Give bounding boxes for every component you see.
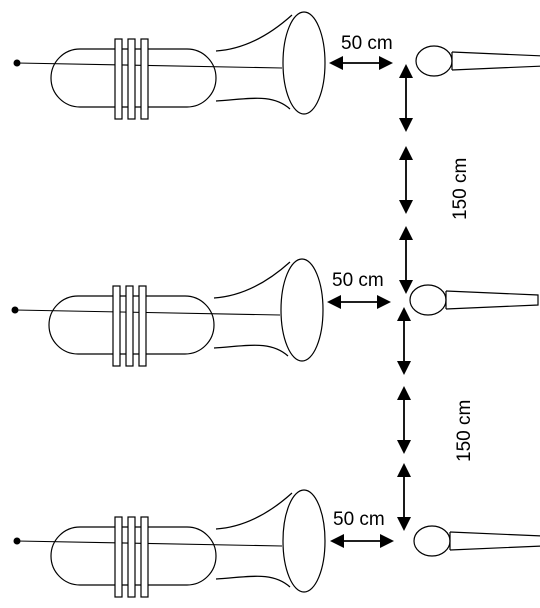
distance-label-horizontal-middle: 50 cm [332, 270, 384, 291]
microphone-top [415, 45, 540, 77]
microphone-bottom [413, 525, 540, 557]
trumpet-middle [10, 258, 324, 367]
distance-arrow-horizontal-bottom [329, 533, 395, 549]
trumpet-bottom [12, 489, 326, 598]
trumpet-top [12, 11, 326, 120]
distance-arrow-vertical-lower [396, 306, 412, 532]
distance-label-horizontal-bottom: 50 cm [333, 509, 385, 530]
distance-label-horizontal-top: 50 cm [341, 33, 393, 54]
microphone-middle [409, 284, 539, 316]
distance-arrow-horizontal-middle [326, 294, 392, 310]
distance-label-vertical-upper: 150 cm [450, 158, 471, 220]
distance-label-vertical-lower: 150 cm [454, 400, 475, 462]
distance-arrow-horizontal-top [328, 55, 394, 71]
distance-arrow-vertical-upper [398, 63, 414, 295]
